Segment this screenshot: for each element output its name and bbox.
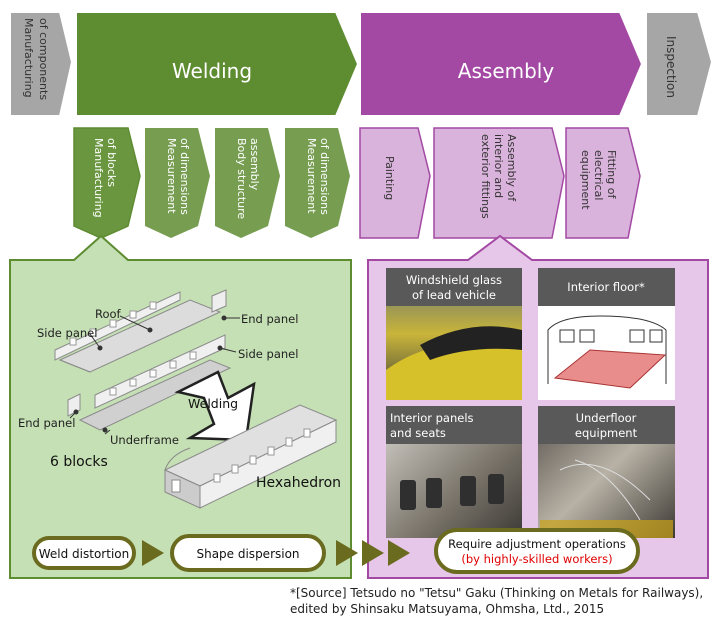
welding-arrow-label: Welding (188, 396, 238, 411)
assembly-step-3-label-1: Fitting of (605, 150, 618, 199)
label-side-panel-top: Side panel (37, 326, 97, 340)
label-side-panel-right: Side panel (238, 347, 298, 361)
flow-arrow-4 (388, 540, 410, 566)
flow-arrow-3 (362, 540, 384, 566)
flow-weld-distortion-label: Weld distortion (39, 547, 129, 561)
welding-step-3-label-2: assembly (248, 138, 261, 191)
welding-step-3: Body structure assembly (215, 128, 280, 238)
assembly-step-2-label-3: exterior fittings (479, 134, 492, 219)
stage-welding: Welding (75, 11, 360, 117)
welding-step-1-label-2: of blocks (105, 138, 118, 187)
assembly-step-1-label: Painting (383, 156, 396, 200)
flow-require-label-1: Require adjustment operations (448, 537, 626, 551)
assembly-step-3-label-2: electrical (592, 150, 605, 200)
stage-inspection: Inspection (645, 11, 714, 117)
source-note: *[Source] Tetsudo no "Tetsu" Gaku (Think… (290, 585, 718, 617)
welding-step-3-label-1: Body structure (235, 138, 248, 219)
assembly-step-3-label-3: equipment (579, 150, 592, 210)
label-hexahedron: Hexahedron (256, 475, 341, 491)
welding-step-2-label-2: of dimensions (178, 138, 191, 215)
stage-inspection-label: Inspection (664, 36, 678, 98)
welding-step-2-label-1: Measurement (165, 138, 178, 214)
hexahedron-illustration (163, 404, 338, 509)
assembly-step-2: Assembly of interior and exterior fittin… (433, 127, 565, 239)
welding-step-1-label-1: Manufacturing (92, 138, 105, 218)
leader-lines (69, 315, 240, 435)
blocks-illustration (54, 289, 232, 431)
photo-interior-seats: Interior panels and seats (386, 406, 522, 538)
welding-step-2: Measurement of dimensions (145, 128, 210, 238)
label-underframe: Underframe (110, 433, 179, 447)
photo-interior-floor: Interior floor* (538, 268, 675, 400)
stage-assembly-label: Assembly (458, 59, 555, 83)
welding-step-4-label-1: Measurement (305, 138, 318, 214)
label-end-panel-left: End panel (18, 416, 75, 430)
stage-manufacturing-label-1: Manufacturing (22, 18, 35, 98)
photo-underfloor-label-1: Underfloor (576, 411, 637, 425)
stage-welding-label: Welding (172, 59, 252, 83)
assembly-step-1: Painting (359, 127, 431, 239)
assembly-step-3: Fitting of electrical equipment (565, 127, 641, 239)
photo-windshield-label-1: Windshield glass (406, 273, 502, 287)
photo-windshield: Windshield glass of lead vehicle (386, 268, 522, 400)
photo-windshield-label-2: of lead vehicle (412, 288, 496, 302)
source-line-1: *[Source] Tetsudo no "Tetsu" Gaku (Think… (290, 586, 704, 600)
source-line-2: edited by Shinsaku Matsuyama, Ohmsha, Lt… (290, 602, 605, 616)
welding-step-4-label-2: of dimensions (318, 138, 331, 215)
flow-arrow-2 (336, 540, 358, 566)
svg-text:of components: of components (37, 18, 50, 100)
label-6-blocks: 6 blocks (50, 454, 108, 470)
assembly-step-2-label-2: interior and (492, 134, 505, 198)
flow-shape-dispersion: Shape dispersion (170, 534, 326, 572)
flow-shape-dispersion-label: Shape dispersion (196, 547, 299, 561)
photo-interior-floor-label: Interior floor* (567, 280, 645, 294)
flow-weld-distortion: Weld distortion (32, 536, 136, 570)
flow-arrow-1 (142, 540, 164, 566)
assembly-step-2-label-1: Assembly of (505, 134, 518, 202)
welding-panel (9, 234, 352, 579)
photo-underfloor-label-2: equipment (575, 426, 638, 440)
photo-interior-seats-label-2: and seats (390, 426, 446, 440)
photo-underfloor: Underfloor equipment (538, 406, 675, 538)
label-roof: Roof (95, 307, 122, 321)
photo-interior-seats-label-1: Interior panels (390, 411, 474, 425)
flow-require-adjustment: Require adjustment operations (by highly… (434, 528, 640, 574)
stage-manufacturing: Manufacturing of components (9, 11, 74, 117)
stage-assembly: Assembly (359, 11, 644, 117)
welding-step-1: Manufacturing of blocks (73, 127, 141, 239)
welding-step-4: Measurement of dimensions (285, 128, 350, 238)
svg-text:Manufacturing: Manufacturing (22, 18, 35, 98)
label-end-panel-top: End panel (241, 312, 298, 326)
flow-require-label-2: (by highly-skilled workers) (461, 552, 612, 566)
stage-manufacturing-label-2: of components (37, 18, 50, 100)
